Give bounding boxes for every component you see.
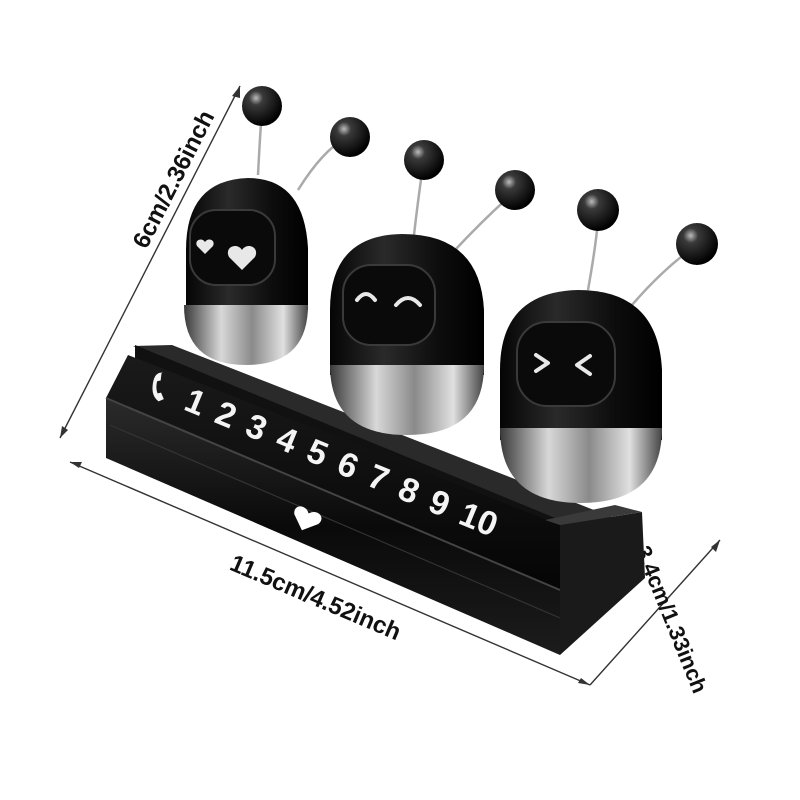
depth-dimension-line bbox=[589, 539, 721, 686]
antenna-ball bbox=[404, 140, 444, 180]
antenna-ball bbox=[242, 86, 282, 126]
antenna-wire bbox=[412, 172, 424, 236]
squinting-eye-icon bbox=[575, 354, 592, 376]
robot-figure-squinting-eyes bbox=[500, 189, 718, 503]
smiling-eye-icon bbox=[394, 296, 422, 307]
plate-number-panel bbox=[106, 355, 560, 590]
dimension-arrowheads bbox=[60, 86, 720, 685]
heart-eye-icon bbox=[196, 239, 214, 254]
parking-number-plate bbox=[105, 345, 645, 655]
robot-visor bbox=[342, 264, 436, 346]
plate-front-face bbox=[106, 398, 560, 655]
antenna-ball bbox=[330, 117, 370, 157]
smiling-eye-icon bbox=[355, 292, 377, 302]
robot-figures bbox=[184, 86, 718, 503]
heart-icon bbox=[294, 506, 322, 531]
antenna-ball bbox=[577, 189, 619, 231]
dimension-lines bbox=[59, 85, 721, 686]
antenna-ball bbox=[495, 170, 535, 210]
phone-icon bbox=[152, 372, 164, 402]
robot-metal-base bbox=[330, 365, 484, 435]
height-dimension-line bbox=[59, 85, 241, 439]
antenna-ball bbox=[676, 223, 718, 265]
width-dimension-line bbox=[69, 461, 591, 686]
robot-figure-smiling-eyes bbox=[330, 140, 535, 435]
robot-figure-heart-eyes bbox=[184, 86, 370, 365]
plate-edge-highlight bbox=[105, 397, 561, 591]
robot-metal-base bbox=[184, 305, 308, 365]
heart-eye-icon bbox=[227, 246, 257, 270]
squinting-eye-icon bbox=[534, 353, 550, 373]
robot-metal-base bbox=[500, 428, 662, 503]
robot-visor bbox=[516, 321, 616, 407]
plate-edge-line bbox=[109, 424, 561, 619]
plate-right-side bbox=[560, 512, 645, 655]
plate-top-surface bbox=[133, 345, 640, 537]
plate-right-top bbox=[545, 505, 642, 525]
